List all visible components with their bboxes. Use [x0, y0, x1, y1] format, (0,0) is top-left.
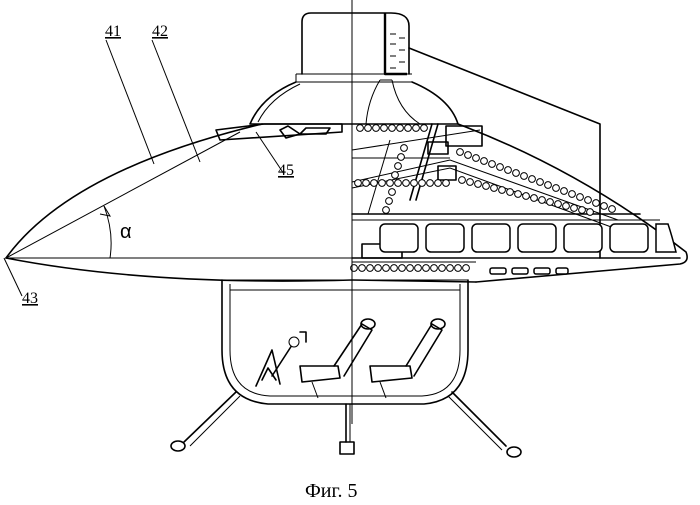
seat-left	[299, 318, 376, 399]
window-row-large	[379, 223, 677, 253]
seat-right	[369, 318, 446, 399]
angle-alpha-label: α	[120, 221, 132, 243]
landing-leg-right	[447, 391, 522, 458]
hull-left	[5, 123, 353, 282]
control-lever	[255, 331, 307, 387]
ball-chain-upper	[356, 124, 428, 132]
upper-plate	[215, 123, 343, 141]
window-row-small	[489, 267, 569, 275]
center-probe	[339, 403, 355, 455]
label-43: 43	[22, 290, 38, 307]
ball-chain-diagonal	[456, 148, 616, 213]
ball-chain-strut	[382, 144, 408, 214]
label-42: 42	[152, 23, 168, 40]
figure-caption: Фиг. 5	[305, 480, 357, 502]
label-45: 45	[278, 162, 294, 179]
dome	[249, 81, 459, 125]
top-cylinder	[295, 12, 412, 83]
leader-lines	[3, 39, 285, 297]
label-41: 41	[105, 23, 121, 40]
ball-chain-middle	[354, 176, 594, 216]
ball-chain-lower	[350, 264, 470, 272]
tank-liquid-marks	[390, 33, 405, 69]
landing-leg-left	[170, 391, 241, 452]
hull-right-section	[351, 47, 688, 283]
lower-cabin	[221, 279, 469, 405]
